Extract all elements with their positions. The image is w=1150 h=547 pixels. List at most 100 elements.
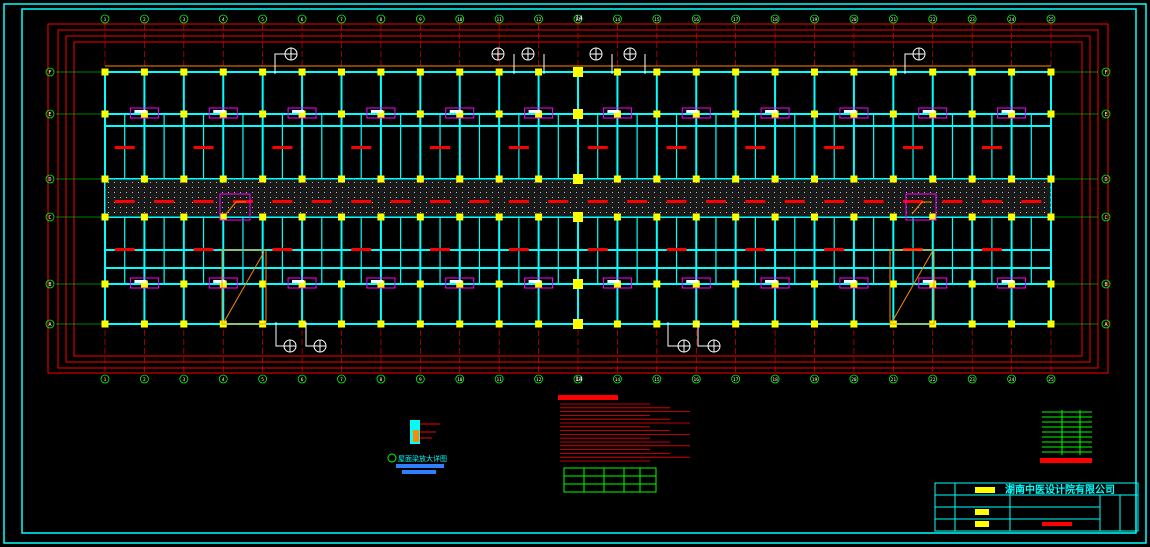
hatch-dot — [126, 197, 127, 198]
hatch-dot — [432, 197, 433, 198]
hatch-dot — [390, 207, 391, 208]
hatch-dot — [948, 207, 949, 208]
hatch-dot — [366, 207, 367, 208]
hatch-dot — [438, 182, 439, 183]
hatch-dot — [258, 187, 259, 188]
hatch-dot — [354, 192, 355, 193]
hatch-dot — [618, 207, 619, 208]
hatch-dot — [936, 182, 937, 183]
hatch-dot — [630, 212, 631, 213]
hatch-dot — [942, 182, 943, 183]
column — [495, 320, 503, 328]
axis-label-bottom: 8 — [380, 377, 383, 383]
hatch-dot — [654, 192, 655, 193]
hatch-dot — [342, 212, 343, 213]
hatch-dot — [510, 192, 511, 193]
axis-bubble-top — [967, 14, 977, 24]
axis-bubble-bottom — [297, 374, 307, 384]
column — [180, 213, 188, 221]
column — [613, 320, 621, 328]
beam-tag-mark — [370, 110, 383, 113]
hatch-dot — [324, 197, 325, 198]
axis-label-side: F — [1104, 70, 1107, 76]
hatch-dot — [210, 212, 211, 213]
hatch-dot — [492, 192, 493, 193]
hatch-dot — [858, 202, 859, 203]
hatch-dot — [1044, 192, 1045, 193]
hatch-dot — [240, 207, 241, 208]
hatch-dot — [150, 192, 151, 193]
hatch-dot — [930, 212, 931, 213]
hatch-dot — [108, 197, 109, 198]
hatch-dot — [780, 202, 781, 203]
hatch-dot — [744, 192, 745, 193]
hatch-dot — [576, 202, 577, 203]
hatch-dot — [1050, 187, 1051, 188]
column — [692, 213, 700, 221]
hatch-dot — [618, 197, 619, 198]
hatch-dot — [522, 197, 523, 198]
hatch-dot — [282, 197, 283, 198]
hatch-dot — [564, 182, 565, 183]
hatch-dot — [936, 187, 937, 188]
hatch-dot — [534, 202, 535, 203]
column — [1047, 68, 1055, 76]
mid-axis-label-bottom: 14 — [575, 376, 583, 383]
axis-bubble-top — [849, 14, 859, 24]
hatch-dot — [174, 197, 175, 198]
hatch-dot — [1014, 187, 1015, 188]
hatch-dot — [834, 207, 835, 208]
hatch-dot — [372, 182, 373, 183]
hatch-dot — [870, 197, 871, 198]
hatch-dot — [972, 192, 973, 193]
hatch-dot — [504, 187, 505, 188]
hatch-dot — [882, 182, 883, 183]
beam-tag-frame — [366, 107, 396, 119]
hatch-dot — [138, 197, 139, 198]
hatch-dot — [954, 182, 955, 183]
hatch-dot — [486, 187, 487, 188]
hatch-dot — [726, 207, 727, 208]
hatch-dot — [288, 207, 289, 208]
beam-tag-frame — [997, 277, 1027, 289]
hatch-dot — [978, 197, 979, 198]
hatch-dot — [966, 187, 967, 188]
hatch-dot — [564, 197, 565, 198]
hatch-dot — [306, 182, 307, 183]
hatch-dot — [966, 212, 967, 213]
hatch-dot — [552, 187, 553, 188]
hatch-dot — [192, 202, 193, 203]
hatch-dot — [426, 212, 427, 213]
hatch-dot — [846, 212, 847, 213]
hatch-dot — [324, 187, 325, 188]
hatch-dot — [900, 207, 901, 208]
hatch-dot — [894, 187, 895, 188]
hatch-dot — [162, 197, 163, 198]
hatch-dot — [708, 187, 709, 188]
hatch-dot — [684, 207, 685, 208]
hatch-dot — [456, 207, 457, 208]
hatch-dot — [150, 212, 151, 213]
hatch-dot — [126, 212, 127, 213]
hatch-dot — [858, 212, 859, 213]
column — [101, 110, 109, 118]
hatch-dot — [498, 192, 499, 193]
axis-label-top: 1 — [104, 17, 107, 23]
axis-label-top: 18 — [772, 17, 778, 23]
hatch-dot — [564, 187, 565, 188]
axis-bubble-top — [534, 14, 543, 24]
hatch-dot — [330, 207, 331, 208]
hatch-dot — [366, 197, 367, 198]
hatch-dot — [960, 212, 961, 213]
hatch-dot — [252, 207, 253, 208]
axis-bubble-top — [179, 14, 189, 24]
hatch-dot — [480, 192, 481, 193]
corridor-beam-label — [390, 200, 411, 203]
hatch-dot — [372, 212, 373, 213]
hatch-dot — [108, 187, 109, 188]
hatch-dot — [834, 192, 835, 193]
column — [968, 213, 976, 221]
hatch-dot — [162, 192, 163, 193]
hatch-dot — [978, 187, 979, 188]
corridor-beam-label — [666, 200, 687, 203]
